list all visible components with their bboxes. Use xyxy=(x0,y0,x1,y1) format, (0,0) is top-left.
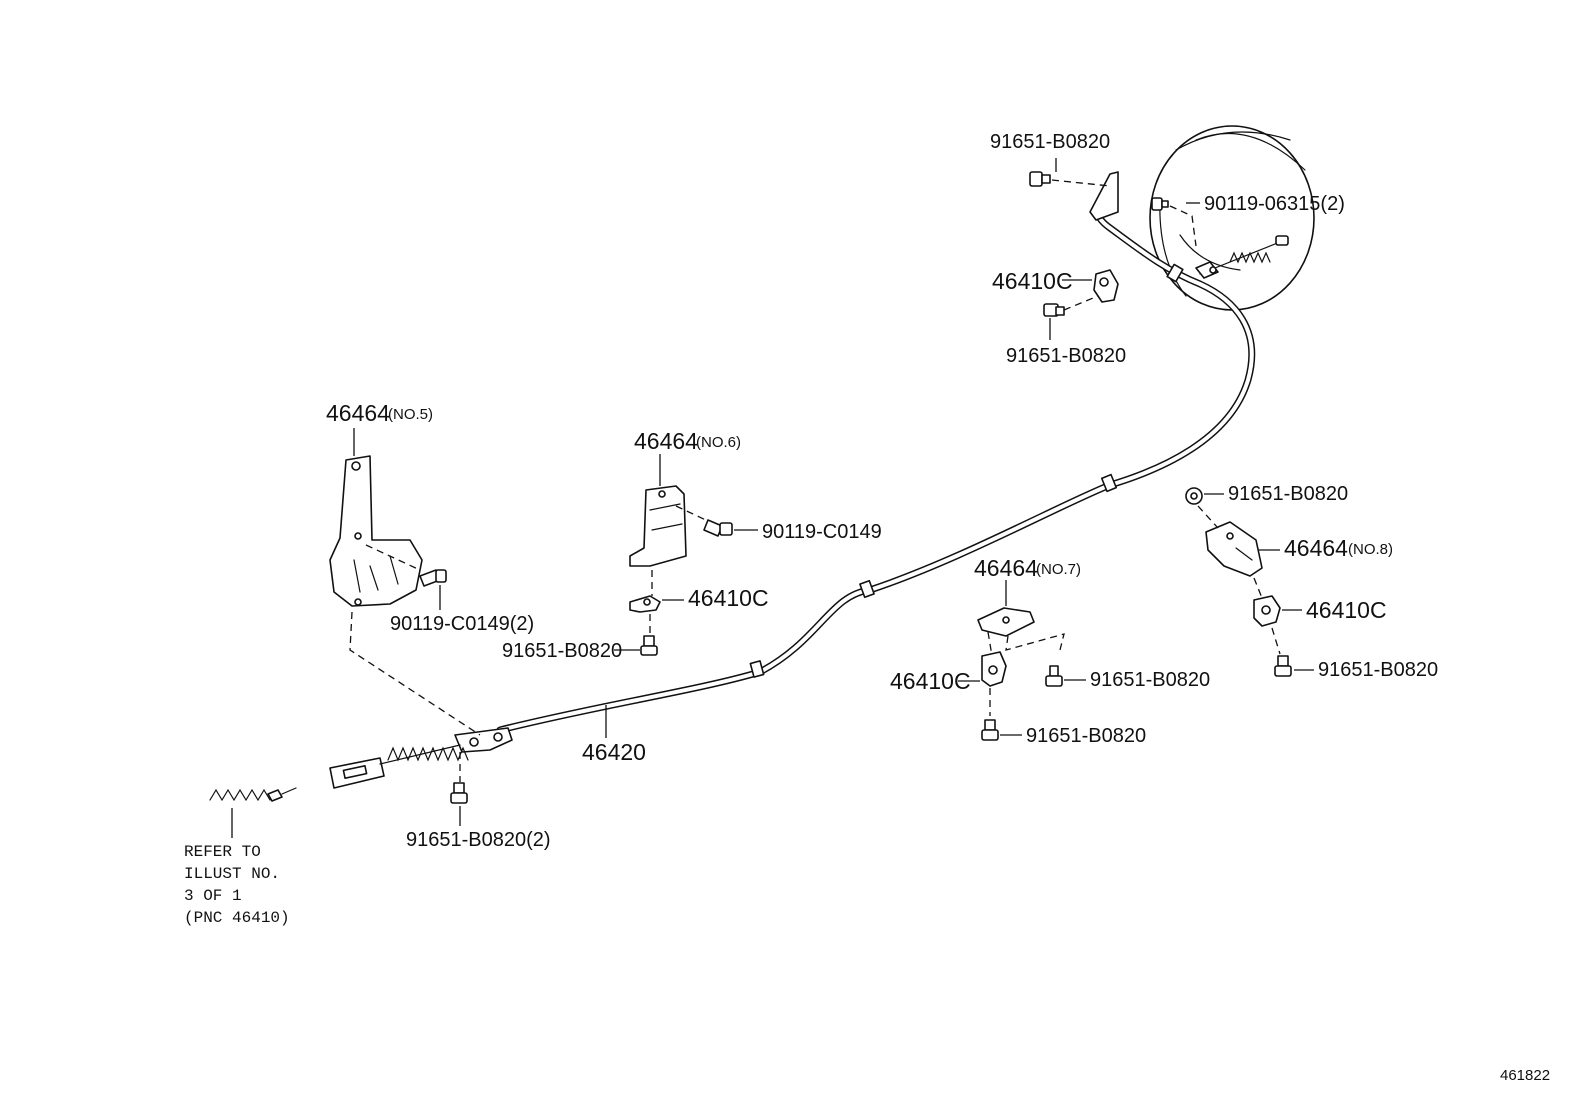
label-bolt-no7b: 91651-B0820 xyxy=(1026,725,1146,747)
label-bracket-no8-number: 46464 xyxy=(1284,535,1348,561)
screw-90119-c0149-no5 xyxy=(419,569,447,610)
clamp-46410c-no7 xyxy=(981,651,1007,716)
label-bolt-top: 91651-B0820 xyxy=(990,131,1110,153)
bolt-91651-b0820-front xyxy=(450,752,468,804)
label-clamp-top: 46410C xyxy=(992,268,1073,294)
label-screw-drum: 90119-06315(2) xyxy=(1204,193,1345,215)
label-bolt-top2: 91651-B0820 xyxy=(1006,345,1126,367)
bracket-top-drum xyxy=(1089,171,1119,221)
label-screw-no6: 90119-C0149 xyxy=(762,521,882,543)
bracket-no8 xyxy=(1197,505,1263,599)
bracket-no6 xyxy=(629,485,711,596)
reference-note-line1: REFER TO xyxy=(184,843,261,861)
bolt-91651-b0820-top2 xyxy=(1043,295,1099,317)
label-clamp-no8: 46410C xyxy=(1306,597,1387,623)
label-bolt-no8: 91651-B0820 xyxy=(1318,659,1438,681)
cable-drum-end xyxy=(1195,235,1289,279)
label-bolt-no7a: 91651-B0820 xyxy=(1090,669,1210,691)
label-screw-no5: 90119-C0149(2) xyxy=(390,613,534,635)
leader-lines xyxy=(353,158,1314,826)
label-bracket-no6-number: 46464 xyxy=(634,428,698,454)
label-bracket-no5-number: 46464 xyxy=(326,400,390,426)
label-bolt-no8-top: 91651-B0820 xyxy=(1228,483,1348,505)
bolt-91651-b0820-top xyxy=(1029,171,1111,187)
label-clamp-no7: 46410C xyxy=(890,668,971,694)
label-bolt-no6: 91651-B0820 xyxy=(502,640,622,662)
label-cable: 46420 xyxy=(582,739,646,765)
label-clamp-no6: 46410C xyxy=(688,585,769,611)
bracket-no7 xyxy=(977,607,1065,657)
reference-note-line3: 3 OF 1 xyxy=(184,887,242,905)
reference-cable-end xyxy=(209,787,297,838)
bracket-no5 xyxy=(329,455,481,736)
bolt-91651-b0820-no7a xyxy=(1045,665,1063,687)
label-bracket-no7-number: 46464 xyxy=(974,555,1038,581)
cable-front-end xyxy=(329,727,513,789)
bolt-91651-b0820-no8 xyxy=(1274,655,1292,677)
bolt-91651-b0820-no7b xyxy=(981,719,999,741)
label-bracket-no5-suffix: (NO.5) xyxy=(388,406,433,423)
label-bracket-no6-suffix: (NO.6) xyxy=(696,434,741,451)
label-bracket-no7-suffix: (NO.7) xyxy=(1036,561,1081,578)
clamp-46410c-top xyxy=(1093,269,1119,303)
figure-id: 461822 xyxy=(1500,1067,1550,1084)
bolt-91651-b0820-no8-top xyxy=(1185,487,1203,505)
reference-note-line2: ILLUST NO. xyxy=(184,865,280,883)
label-bolt-front: 91651-B0820(2) xyxy=(406,829,551,851)
screw-90119-c0149-no6 xyxy=(703,519,733,537)
bolt-91651-b0820-no6 xyxy=(640,635,658,656)
screw-90119-06315-drum xyxy=(1151,197,1197,247)
clamp-46410c-no6 xyxy=(629,595,661,636)
label-bracket-no8-suffix: (NO.8) xyxy=(1348,541,1393,558)
brake-drum xyxy=(1149,125,1315,311)
reference-note-line4: (PNC 46410) xyxy=(184,909,290,927)
parking-brake-cable xyxy=(496,200,1256,734)
clamp-46410c-no8 xyxy=(1253,595,1281,655)
